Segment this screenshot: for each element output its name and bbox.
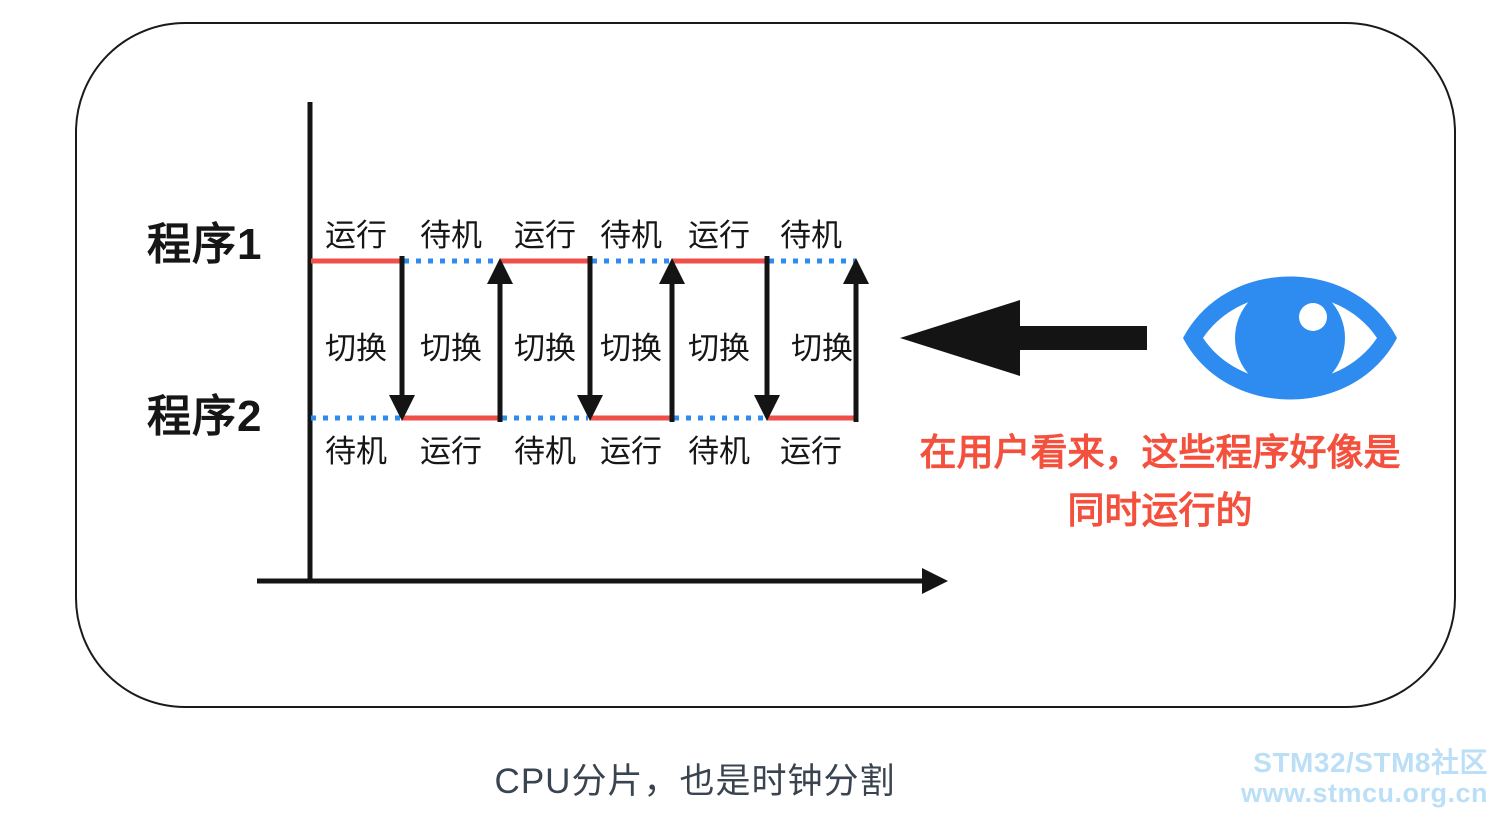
switch-label: 切换 bbox=[514, 331, 576, 366]
watermark-line2: www.stmcu.org.cn bbox=[1240, 778, 1488, 808]
diagram-caption: CPU分片，也是时钟分割 bbox=[494, 762, 896, 801]
program1-state-label: 运行 bbox=[325, 218, 387, 253]
program2-label: 程序2 bbox=[147, 392, 263, 441]
switch-label: 切换 bbox=[688, 331, 750, 366]
annotation-line2: 同时运行的 bbox=[1067, 490, 1253, 531]
program1-state-label: 运行 bbox=[514, 218, 576, 253]
switch-arrows bbox=[389, 256, 869, 422]
program2-state-label: 待机 bbox=[514, 434, 576, 469]
program2-state-label: 待机 bbox=[688, 434, 750, 469]
program1-state-label: 运行 bbox=[688, 218, 750, 253]
switch-arrow-down-icon bbox=[389, 256, 415, 421]
switch-label: 切换 bbox=[420, 331, 482, 366]
user-view-annotation: 在用户看来，这些程序好像是 同时运行的 bbox=[905, 424, 1415, 540]
program2-state-label: 待机 bbox=[325, 434, 387, 469]
program1-state-label: 待机 bbox=[780, 218, 842, 253]
switch-arrow-up-icon bbox=[487, 258, 513, 422]
program1-state-label: 待机 bbox=[420, 218, 482, 253]
watermark: STM32/STM8社区 www.stmcu.org.cn bbox=[1240, 747, 1488, 809]
switch-arrow-down-icon bbox=[754, 256, 780, 421]
axes bbox=[257, 102, 948, 594]
switch-arrow-up-icon bbox=[659, 258, 685, 422]
switch-label: 切换 bbox=[791, 331, 853, 366]
switch-arrow-down-icon bbox=[577, 256, 603, 421]
eye-icon bbox=[1183, 276, 1397, 400]
arrow-left-icon bbox=[900, 300, 1147, 376]
annotation-line1: 在用户看来，这些程序好像是 bbox=[919, 432, 1401, 473]
watermark-line1: STM32/STM8社区 bbox=[1253, 747, 1488, 778]
arrow-right-icon bbox=[922, 568, 948, 594]
program2-state-label: 运行 bbox=[600, 434, 662, 469]
program2-state-label: 运行 bbox=[780, 434, 842, 469]
program2-state-label: 运行 bbox=[420, 434, 482, 469]
switch-label: 切换 bbox=[600, 331, 662, 366]
program1-state-label: 待机 bbox=[600, 218, 662, 253]
program1-label: 程序1 bbox=[147, 220, 263, 269]
switch-arrow-up-icon bbox=[843, 258, 869, 422]
switch-label: 切换 bbox=[325, 331, 387, 366]
